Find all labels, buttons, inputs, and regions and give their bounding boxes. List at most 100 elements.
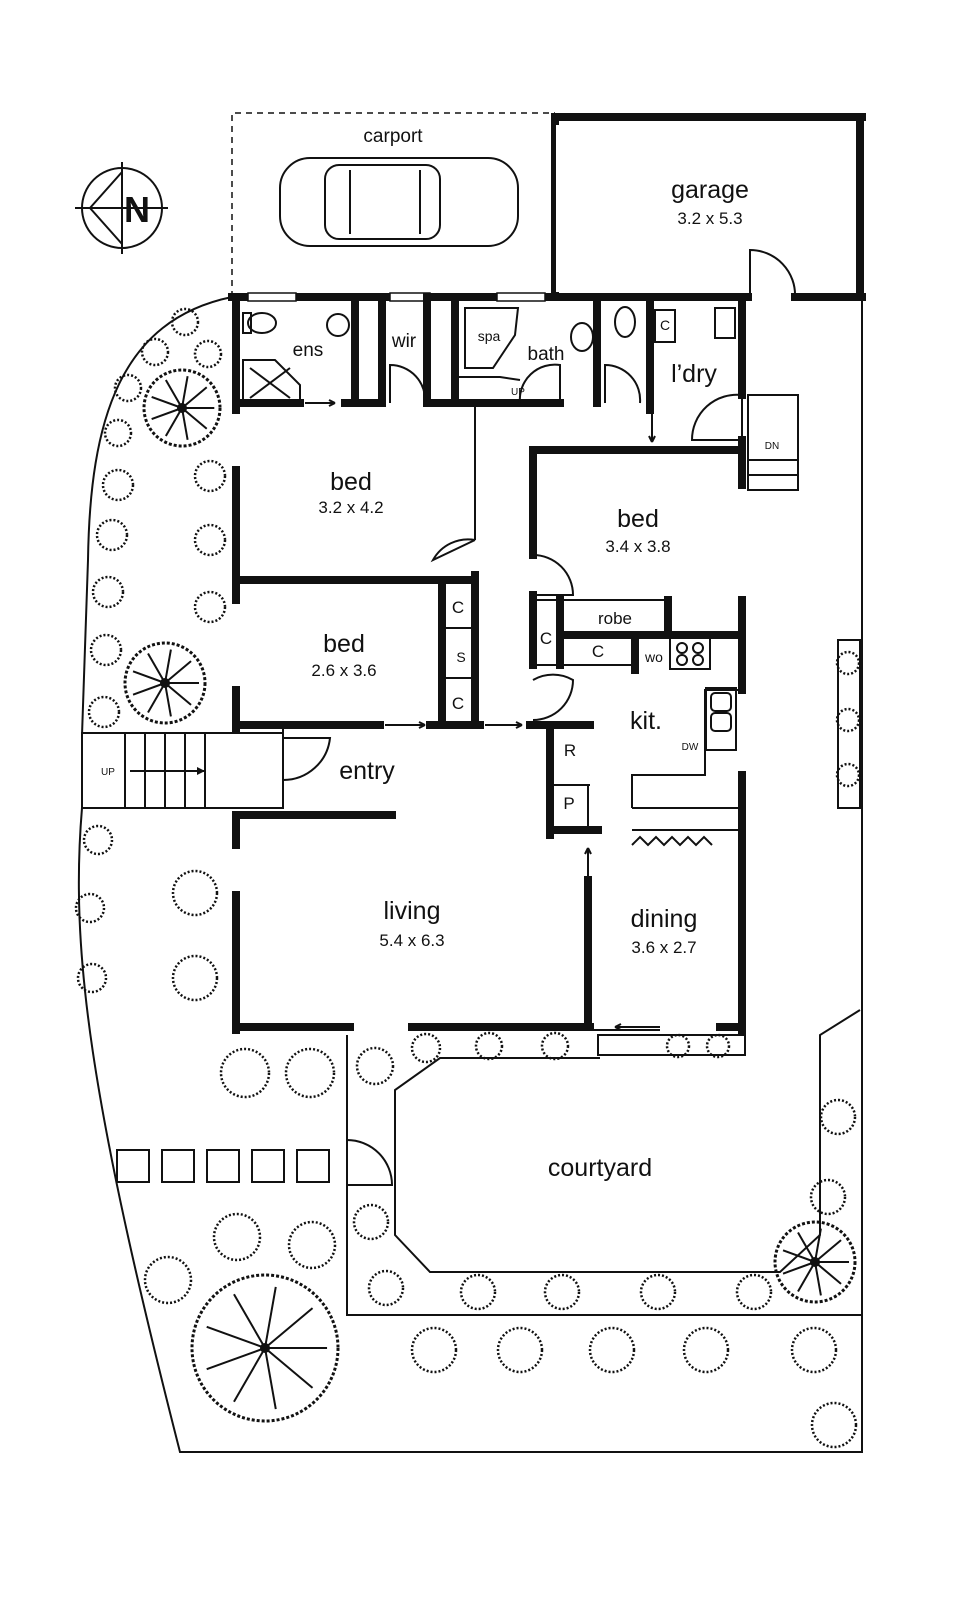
dining-dims: 3.6 x 2.7 bbox=[631, 938, 696, 957]
house-walls bbox=[232, 293, 746, 1034]
hall-cupboard-label: C bbox=[452, 694, 464, 713]
shrub-icon bbox=[193, 590, 227, 624]
landscaping bbox=[74, 307, 861, 1449]
shrub-icon bbox=[82, 824, 114, 856]
shrub-icon bbox=[835, 762, 861, 788]
bed1-label: bed bbox=[330, 468, 372, 496]
shrub-icon bbox=[496, 1326, 544, 1374]
robe-label: robe bbox=[598, 609, 632, 628]
dishwasher-label: DW bbox=[682, 742, 699, 753]
car-icon bbox=[279, 157, 519, 247]
garage-label: garage bbox=[671, 176, 749, 204]
fixtures bbox=[242, 306, 799, 751]
shrub-icon bbox=[474, 1031, 504, 1061]
bed2-dims: 3.4 x 3.8 bbox=[605, 537, 670, 556]
shrub-icon bbox=[540, 1031, 570, 1061]
dining-label: dining bbox=[631, 905, 698, 933]
shrub-icon bbox=[410, 1032, 442, 1064]
north-compass-icon: N bbox=[75, 162, 168, 254]
cupboard-label: C bbox=[540, 629, 552, 648]
laundry-stair-down-label: DN bbox=[765, 441, 779, 452]
window bbox=[247, 292, 297, 302]
shrub-icon bbox=[143, 1255, 193, 1305]
garage-dims: 3.2 x 5.3 bbox=[677, 209, 742, 228]
bed3-dims: 2.6 x 3.6 bbox=[311, 661, 376, 680]
shrub-icon bbox=[171, 954, 219, 1002]
wir-label: wir bbox=[391, 331, 417, 352]
stepping-stones bbox=[116, 1149, 330, 1183]
shrub-icon bbox=[170, 307, 200, 337]
shrub-icon bbox=[810, 1401, 858, 1449]
shrub-icon bbox=[352, 1203, 390, 1241]
bath-stair-up-label: UP bbox=[511, 387, 525, 398]
hall-cupboard-label: C bbox=[452, 598, 464, 617]
entry-stairs bbox=[81, 732, 284, 809]
shrub-icon bbox=[193, 339, 223, 369]
hall-storage-label: S bbox=[456, 649, 465, 665]
ensuite-label: ens bbox=[293, 340, 324, 361]
direction-arrows bbox=[305, 399, 660, 1031]
door-swings bbox=[282, 363, 743, 782]
shrub-icon bbox=[284, 1047, 336, 1099]
shrub-icon bbox=[835, 650, 861, 676]
entry-stair-up-label: UP bbox=[101, 767, 115, 778]
shrub-icon bbox=[809, 1178, 847, 1216]
shrub-icon bbox=[140, 337, 170, 367]
courtyard-outline bbox=[346, 639, 862, 1316]
shrub-icon bbox=[89, 633, 123, 667]
shrub-icon bbox=[101, 468, 135, 502]
fridge-label: R bbox=[564, 741, 576, 760]
tree-icon bbox=[123, 641, 207, 725]
bed3-label: bed bbox=[323, 630, 365, 658]
shrub-icon bbox=[355, 1046, 395, 1086]
entry-label: entry bbox=[339, 757, 395, 785]
pantry-label: P bbox=[563, 794, 574, 813]
shrub-icon bbox=[113, 373, 143, 403]
shrub-icon bbox=[95, 518, 129, 552]
shrub-icon bbox=[790, 1326, 838, 1374]
shrub-icon bbox=[735, 1273, 773, 1311]
shrub-icon bbox=[287, 1220, 337, 1270]
shrub-icon bbox=[410, 1326, 458, 1374]
shrub-icon bbox=[219, 1047, 271, 1099]
kitchen-label: kit. bbox=[630, 707, 662, 735]
shrub-icon bbox=[193, 523, 227, 557]
shrub-icon bbox=[543, 1273, 581, 1311]
carport-label: carport bbox=[363, 126, 423, 147]
laundry-label: l’dry bbox=[671, 360, 717, 388]
shrub-icon bbox=[367, 1269, 405, 1307]
bed2-label: bed bbox=[617, 505, 659, 533]
shrub-icon bbox=[639, 1273, 677, 1311]
shrub-icon bbox=[705, 1033, 731, 1059]
carport-outline bbox=[231, 112, 555, 297]
cupboard-label: C bbox=[592, 642, 604, 661]
shrub-icon bbox=[819, 1098, 857, 1136]
living-dims: 5.4 x 6.3 bbox=[379, 931, 444, 950]
shrub-icon bbox=[171, 869, 219, 917]
garage-walls bbox=[228, 113, 866, 301]
compass-label: N bbox=[124, 189, 150, 230]
wall-oven-label: wo bbox=[644, 649, 663, 665]
shrub-icon bbox=[682, 1326, 730, 1374]
shrub-icon bbox=[212, 1212, 262, 1262]
shrub-icon bbox=[588, 1326, 636, 1374]
tree-icon bbox=[190, 1273, 340, 1423]
shrub-icon bbox=[103, 418, 133, 448]
spa-label: spa bbox=[478, 328, 501, 344]
laundry-cupboard-label: C bbox=[660, 317, 670, 333]
shrub-icon bbox=[74, 892, 106, 924]
living-label: living bbox=[384, 897, 441, 925]
bed1-dims: 3.2 x 4.2 bbox=[318, 498, 383, 517]
shrub-icon bbox=[459, 1273, 497, 1311]
tree-icon bbox=[142, 368, 222, 448]
bath-label: bath bbox=[528, 344, 565, 365]
shrub-icon bbox=[91, 575, 125, 609]
shrub-icon bbox=[87, 695, 121, 729]
shrub-icon bbox=[665, 1033, 691, 1059]
shrub-icon bbox=[193, 459, 227, 493]
courtyard-label: courtyard bbox=[548, 1154, 652, 1182]
tree-icon bbox=[773, 1220, 857, 1304]
window bbox=[496, 292, 546, 302]
shrub-icon bbox=[76, 962, 108, 994]
